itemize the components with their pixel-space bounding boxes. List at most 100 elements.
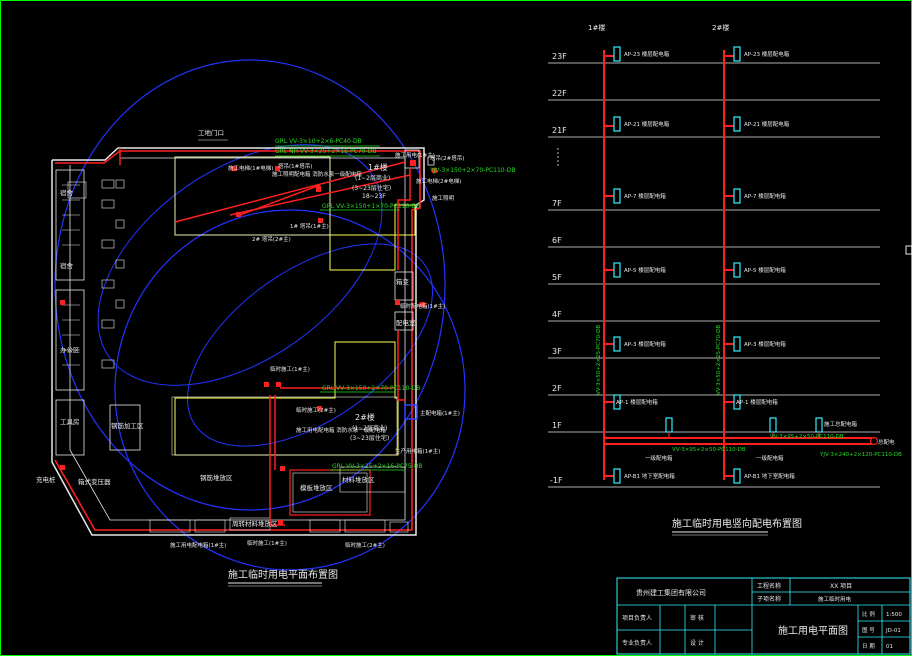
tb-sub-label: 子项名称 (757, 595, 781, 603)
bottom-sheds (149, 517, 409, 533)
building-2-outline (174, 341, 399, 456)
site-cable-runs (119, 148, 411, 526)
box-label-9: 生产用电箱(1#主) (395, 447, 440, 455)
scroll-marker[interactable] (905, 245, 912, 255)
floor-label-22f: 22F (552, 89, 567, 98)
building-2-sub1: (1~2层商业) (352, 424, 387, 432)
floor-label-1f: 1F (552, 421, 562, 430)
floor-label-4f: 4F (552, 310, 562, 319)
label-processing: 钢筋加工区 (111, 421, 144, 430)
riser-main-cable-1: VV-3×95+2×50-PC110-DB (672, 447, 746, 453)
gate-box (404, 149, 420, 169)
floor-label-2f: 2F (552, 384, 562, 393)
building-1-footprint (174, 156, 331, 236)
box-label-10: 临时施工(1#主) (270, 365, 310, 373)
box-label-11: 临时施工(2#主) (296, 406, 336, 414)
gate-post (427, 156, 435, 166)
riser-box-23f-a: AP-23 楼层配电箱 (624, 50, 670, 58)
tb-company: 贵州建工集团有限公司 (636, 588, 706, 597)
box-label-1: 施工电梯(1#电梯) (228, 164, 273, 172)
label-dorm: 宿舍 (60, 261, 74, 270)
cable-label-3: YJV-3×150+2×70-PC110-DB (429, 167, 515, 174)
building-2-sub2: (3~23层住宅) (350, 434, 389, 442)
pump-box (404, 404, 418, 420)
box-label-14: 施工用电配电箱(1#主) (170, 541, 226, 549)
box-label-3: 施工用电(1#主) (395, 151, 435, 159)
building-2-name: 2#楼 (355, 412, 375, 422)
label-material-a: 钢筋堆放区 (200, 473, 233, 482)
riser-main-cable-1b: VV-3×95+2×50-PC110-DB (770, 434, 844, 440)
label-material-b: 模板堆放区 (300, 483, 333, 492)
riser-junction-l: 一级配电箱 (645, 454, 673, 462)
riser-box-end: 施工总配电箱 (824, 420, 858, 428)
tb-cell-scale: 比 例 (862, 610, 875, 618)
box-label-6: 1# 塔吊(1#主) (290, 222, 329, 230)
riser-end-label: 总配电 (878, 438, 895, 446)
temp-fence (54, 150, 421, 531)
riser-1f-branches (668, 432, 820, 438)
box-label-5: 施工电梯(2#电梯) (416, 177, 461, 185)
riser-diagram: 1#楼 2#楼 23F 22F 21F 7F 6F 5F 4F 3F 2F (548, 23, 902, 536)
box-label-15: 临时施工(1#主) (247, 539, 287, 547)
note-1: 施工照明配电箱 消防水泵一级配电箱 (272, 170, 362, 178)
building-1-sub3: 18~23F (362, 193, 386, 200)
note-2: 施工用电配电箱 消防水泵一级配电箱 (296, 426, 386, 434)
dorm-building (55, 169, 85, 281)
cable-label-1: GRL VV-3×10+2×6-PC40-DB (275, 138, 362, 145)
riser-title: 施工临时用电竖向配电布置图 (672, 517, 802, 530)
floor-label-b1: -1F (550, 476, 563, 485)
riser-main-cable-2: YJV-3×240+2×120-PC110-DB (819, 452, 902, 458)
office-building (55, 289, 85, 391)
building-1-name: 1#楼 (368, 162, 388, 172)
parking-marks (101, 179, 125, 369)
label-dorm-top: 宿舍 (60, 188, 74, 197)
label-office: 办公区 (60, 345, 80, 354)
riser-box-5f-b: AP-5 楼层配电箱 (744, 266, 786, 274)
cable-label-6: GRL VV-3×25+2×16-PC75-DB (332, 463, 423, 470)
riser-col-1: 1#楼 (588, 23, 605, 32)
riser-vert-cable-2: VV-3×50+2×25-PC70-DB (716, 325, 722, 395)
cable-label-4: GRL VV-3×150+1×70-PC110-DB (322, 203, 420, 210)
title-block-frame (616, 577, 911, 655)
tb-row1-label: 项目负责人 (622, 614, 652, 622)
riser-box-b1-b: AP-B1 地下室配电箱 (744, 472, 795, 480)
label-gate: 工地门口 (198, 128, 224, 137)
left-strip-hatch (62, 184, 80, 366)
box-label-13: 施工照明 (432, 194, 455, 202)
box-label-16: 临时施工(2#主) (345, 541, 385, 549)
floor-label-3f: 3F (552, 347, 562, 356)
site-plan: 宿舍 宿舍 办公区 工具房 充电桩 钢筋加工区 钢筋堆放区 模板堆放区 材料堆放… (36, 59, 515, 587)
box-label-2: 塔吊(1#塔吊) (278, 162, 312, 170)
crane-radius-4 (187, 243, 433, 447)
crane-radius-2 (114, 209, 466, 571)
box-label-8: 临时配电箱(1#主) (400, 302, 445, 310)
floor-label-21f: 21F (552, 126, 567, 135)
riser-cables (603, 50, 872, 480)
tb-row1-right: 审 核 (690, 614, 704, 622)
tb-project-value: XX 项目 (830, 583, 852, 590)
tb-row2-label: 专业负责人 (622, 639, 652, 647)
label-tool-room: 工具房 (60, 417, 80, 426)
building-1-sub2: (3~23层住宅) (352, 184, 391, 192)
tb-val-num: JD-01 (885, 628, 901, 634)
tool-building (55, 399, 85, 456)
small-room (67, 181, 87, 199)
label-dist-room: 配电室 (396, 318, 416, 327)
riser-end-point (869, 436, 879, 446)
riser-box-21f-b: AP-21 楼层配电箱 (744, 120, 790, 128)
riser-floor-boxes (613, 46, 823, 484)
floor-label-7f: 7F (552, 199, 562, 208)
cable-label-5: GRL VV-3×150+2×70-PC110-DB (322, 385, 420, 392)
inner-road (69, 157, 406, 521)
riser-box-23f-b: AP-23 楼层配电箱 (744, 50, 790, 58)
tb-val-date: 01 (886, 644, 893, 650)
floor-label-5f: 5F (552, 273, 562, 282)
riser-box-5f-a: AP-5 楼层配电箱 (624, 266, 666, 274)
tb-drawing-title: 施工用电平面图 (778, 624, 848, 637)
site-dist-boxes (60, 160, 437, 525)
riser-box-3f-b: AP-3 楼层配电箱 (744, 340, 786, 348)
box-label-4: 塔吊(2#塔吊) (430, 154, 464, 162)
tb-val-scale: 1:500 (886, 612, 902, 618)
title-block: 贵州建工集团有限公司 工程名称 XX 项目 子项名称 施工临时用电 项目负责人 … (616, 577, 911, 655)
